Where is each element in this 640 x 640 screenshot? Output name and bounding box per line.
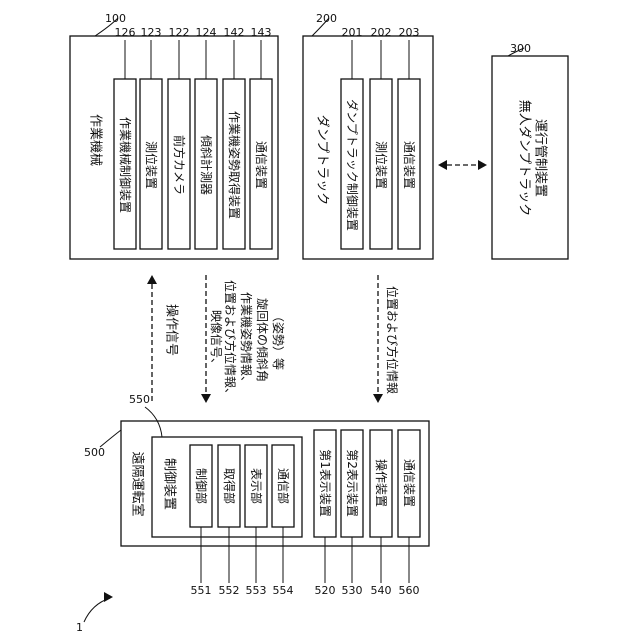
- video-signal-label-line: 映像信号、: [209, 310, 223, 370]
- remote-device-ref: 520: [315, 584, 336, 597]
- controller-part-ref: 554: [273, 584, 294, 597]
- remote-room-ref-leader: [100, 430, 121, 447]
- controller-part-label: 通信部: [276, 468, 291, 504]
- video-signal-label-line: 位置および方位情報、: [223, 280, 238, 400]
- work-machine-unit-label: 作業機姿勢取得装置: [227, 111, 242, 219]
- dump-control-arrow-left: [438, 160, 447, 170]
- operation-signal-arrow: [147, 275, 157, 284]
- dump-truck-unit-ref: 202: [371, 26, 392, 39]
- dump-truck-unit-label: 測位装置: [374, 141, 389, 189]
- remote-device-label: 第1表示装置: [318, 449, 332, 517]
- video-signal-label-line: （姿勢）等: [271, 310, 286, 370]
- work-machine-unit-ref: 123: [141, 26, 162, 39]
- work-machine-unit-ref: 122: [169, 26, 190, 39]
- remote-room-title: 遠隔運転室: [130, 451, 146, 516]
- controller-part-ref: 552: [219, 584, 240, 597]
- work-machine-unit-label: 前方カメラ: [172, 135, 187, 195]
- remote-device-label: 第2表示装置: [345, 449, 359, 517]
- controller-part-label: 表示部: [249, 468, 264, 504]
- controller-part-label: 制御部: [194, 468, 209, 504]
- video-signal-label-line: 旋回体の傾斜角: [255, 298, 269, 382]
- work-machine-unit-label: 測位装置: [144, 141, 159, 189]
- work-machine-ref: 100: [105, 12, 126, 25]
- work-machine-unit-label: 傾斜計測器: [199, 135, 214, 195]
- work-machine-unit-ref: 143: [251, 26, 272, 39]
- dump-truck-unit-ref: 203: [399, 26, 420, 39]
- work-machine-unit-label: 通信装置: [254, 141, 268, 189]
- figure-ref-leader: [84, 598, 110, 622]
- controller-part-label: 取得部: [222, 468, 237, 504]
- work-machine-unit-ref: 124: [196, 26, 217, 39]
- dump-truck-unit-label: ダンプトラック制御装置: [345, 99, 360, 231]
- position-info-label: 位置および方位情報: [385, 286, 400, 394]
- video-signal-arrow: [201, 394, 211, 403]
- remote-device-ref: 540: [371, 584, 392, 597]
- remote-device-label: 通信装置: [402, 459, 416, 507]
- remote-device-label: 操作装置: [374, 459, 389, 507]
- dump-control-arrow-right: [478, 160, 487, 170]
- controller-part-ref: 551: [191, 584, 212, 597]
- dump-truck-title: ダンプトラック: [315, 115, 330, 206]
- dump-truck-ref: 200: [316, 12, 337, 25]
- controller-ref: 550: [129, 393, 150, 406]
- video-signal-label-line: 作業機姿勢情報、: [239, 292, 254, 388]
- control-system-label-1: 無人ダンプトラック: [517, 100, 532, 217]
- figure-ref-arrowhead: [104, 592, 113, 602]
- dump-truck-unit-ref: 201: [342, 26, 363, 39]
- position-info-arrow: [373, 394, 383, 403]
- work-machine-unit-label: 作業機械制御装置: [118, 117, 133, 213]
- work-machine-unit-ref: 142: [224, 26, 245, 39]
- controller-part-ref: 553: [246, 584, 267, 597]
- work-machine-title: 作業機械: [88, 114, 104, 166]
- work-machine-unit-ref: 126: [115, 26, 136, 39]
- controller-title: 制御装置: [162, 458, 177, 510]
- control-system-label-2: 運行管制装置: [533, 119, 548, 197]
- figure-ref-label: 1: [76, 621, 83, 634]
- remote-device-ref: 560: [399, 584, 420, 597]
- remote-room-ref: 500: [84, 446, 105, 459]
- dump-truck-unit-label: 通信装置: [402, 141, 416, 189]
- remote-device-ref: 530: [342, 584, 363, 597]
- operation-signal-label: 操作信号: [164, 304, 180, 356]
